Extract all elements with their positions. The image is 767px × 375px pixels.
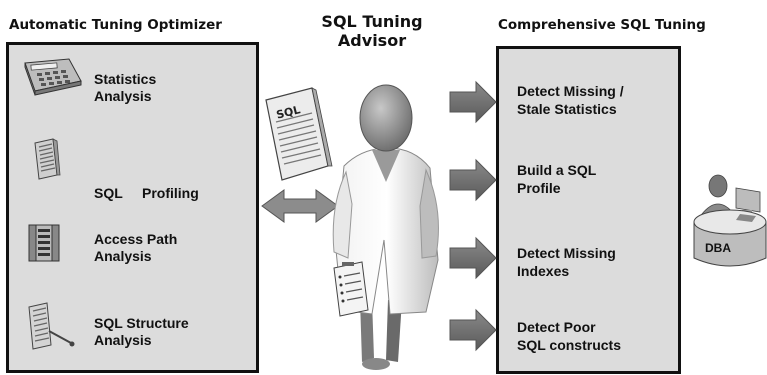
- optimizer-panel: Statistics Analysis SQL Profiling: [6, 42, 259, 373]
- optimizer-item-statistics: Statistics Analysis: [94, 71, 157, 104]
- optimizer-title: Automatic Tuning Optimizer: [9, 17, 222, 33]
- document-icon: [31, 137, 61, 186]
- advisor-title-line2: Advisor: [337, 31, 407, 50]
- calculator-icon: [19, 55, 83, 102]
- optimizer-item-profiling: SQL Profiling: [94, 185, 199, 201]
- optimizer-item-sql-structure: SQL Structure Analysis: [94, 315, 189, 348]
- task-build-profile: Build a SQL Profile: [517, 162, 597, 196]
- arrow-to-profile: [449, 158, 497, 202]
- bidirectional-arrow: [261, 189, 339, 223]
- dba-workstation-icon: [693, 174, 767, 267]
- magnifier-document-icon: [25, 301, 77, 358]
- tuning-tasks-panel: Detect Missing / Stale Statistics Build …: [496, 46, 681, 374]
- task-detect-statistics: Detect Missing / Stale Statistics: [517, 83, 624, 117]
- advisor-title: SQL Tuning Advisor: [302, 12, 442, 50]
- advisor-title-line1: SQL Tuning: [321, 12, 423, 31]
- arrow-to-poor-sql: [449, 308, 497, 352]
- task-detect-indexes: Detect Missing Indexes: [517, 245, 616, 279]
- advisor-person-icon: [332, 84, 439, 370]
- sql-document-icon: [265, 87, 333, 181]
- sql-document-label: SQL: [275, 103, 302, 121]
- arrow-to-statistics: [449, 80, 497, 124]
- index-table-icon: [27, 223, 61, 268]
- arrow-to-indexes: [449, 236, 497, 280]
- task-detect-poor-sql: Detect Poor SQL constructs: [517, 319, 621, 353]
- dba-label: DBA: [705, 241, 731, 255]
- comprehensive-tuning-title: Comprehensive SQL Tuning: [498, 17, 706, 33]
- optimizer-item-access-path: Access Path Analysis: [94, 231, 178, 264]
- clipboard-icon: [333, 261, 369, 317]
